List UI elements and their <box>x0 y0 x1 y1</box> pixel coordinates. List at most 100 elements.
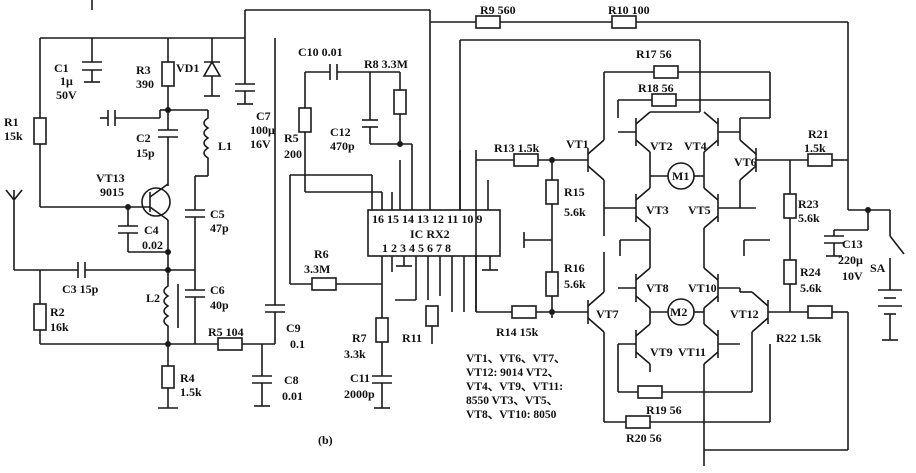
label-r7: R7 <box>352 331 367 345</box>
resistor-r21 <box>807 153 833 167</box>
ic-name: IC RX2 <box>410 227 450 241</box>
transistor-vt13 <box>141 187 171 217</box>
switch-sa <box>889 235 905 255</box>
label-vt4: VT4 <box>684 139 707 153</box>
label-r4: R4 <box>180 371 195 385</box>
label-c8-value: 0.01 <box>282 389 303 403</box>
label-c9-value: 0.1 <box>290 337 305 351</box>
label-r1-value: 15k <box>4 129 23 143</box>
label-r14: R14 15k <box>496 325 539 339</box>
label-c1: C1 <box>54 61 69 75</box>
decoder-section <box>289 10 849 409</box>
label-vt7: VT7 <box>596 307 619 321</box>
resistor-r5-200 <box>298 107 312 133</box>
label-l2: L2 <box>146 291 161 305</box>
resistor-r13 <box>513 153 539 167</box>
label-r3: R3 <box>136 63 151 77</box>
antenna-symbol <box>5 189 23 210</box>
label-r9: R9 560 <box>480 3 516 17</box>
label-vt10: VT10 <box>688 281 717 295</box>
ic-bottom-pin-numbers: 1 2 3 4 5 6 7 8 <box>382 241 451 255</box>
resistor-r3 <box>161 61 175 87</box>
inductor-l1 <box>203 110 210 176</box>
label-r4-value: 1.5k <box>180 385 202 399</box>
label-r18: R18 56 <box>638 81 674 95</box>
label-r8: R8 3.3M <box>364 57 408 71</box>
label-c13: C13 <box>842 237 863 251</box>
motor-driver-section <box>475 40 905 466</box>
ic-top-pin-numbers: 16 15 14 13 12 11 10 9 <box>372 212 483 226</box>
label-c10: C10 0.01 <box>298 45 343 59</box>
label-c12-value: 470p <box>330 139 355 153</box>
label-c11: C11 <box>350 371 371 385</box>
label-r6-value: 3.3M <box>304 262 331 276</box>
label-vt12: VT12 <box>730 307 759 321</box>
figure-caption: (b) <box>318 433 333 447</box>
resistor-r14 <box>511 305 537 319</box>
label-r13: R13 1.5k <box>494 141 540 155</box>
resistor-r18 <box>651 93 677 107</box>
resistor-r17 <box>653 65 679 79</box>
resistor-r19 <box>637 385 663 399</box>
resistor-r4 <box>161 365 175 389</box>
note-line: VT4、VT9、VT11: <box>466 381 564 393</box>
label-r16: R16 <box>564 261 585 275</box>
resistor-r11 <box>425 305 439 327</box>
label-c9: C9 <box>286 321 301 335</box>
label-r16-value: 5.6k <box>564 277 586 291</box>
label-r24: R24 <box>800 265 821 279</box>
label-r19: R19 56 <box>646 403 682 417</box>
label-r15-value: 5.6k <box>564 205 586 219</box>
resistor-r10 <box>611 15 637 29</box>
resistor-r6 <box>311 277 337 291</box>
label-c12: C12 <box>330 125 351 139</box>
label-c4-value: 0.02 <box>142 238 163 252</box>
resistor-r1 <box>33 117 47 145</box>
label-r10: R10 100 <box>608 3 650 17</box>
label-c4: C4 <box>144 223 159 237</box>
resistor-r16 <box>545 271 559 297</box>
label-vt1: VT1 <box>566 137 589 151</box>
label-r23-value: 5.6k <box>798 211 820 225</box>
label-c8: C8 <box>284 373 299 387</box>
resistor-r8 <box>393 89 407 115</box>
label-c7-cap: 100μ <box>250 123 275 137</box>
label-vt2: VT2 <box>650 139 673 153</box>
zener-vd1 <box>202 60 222 77</box>
label-r24-value: 5.6k <box>800 281 822 295</box>
label-vt3: VT3 <box>646 203 669 217</box>
label-r5-104: R5 104 <box>208 325 244 339</box>
label-c7-volt: 16V <box>250 137 271 151</box>
label-r11: R11 <box>402 331 423 345</box>
label-r2-value: 16k <box>50 320 69 334</box>
label-r23: R23 <box>798 197 819 211</box>
resistor-r15 <box>545 179 559 205</box>
label-m1: M1 <box>672 169 690 183</box>
motor-m1 <box>667 162 695 190</box>
label-c2-value: 15p <box>136 146 155 160</box>
resistor-r23 <box>783 193 797 219</box>
resistor-r22 <box>807 305 833 319</box>
label-c3: C3 15p <box>62 282 99 296</box>
label-r20: R20 56 <box>626 431 662 445</box>
resistor-r9 <box>475 15 501 29</box>
ic-rx2 <box>367 209 501 257</box>
label-r21: R21 <box>808 127 829 141</box>
label-c13-volt: 10V <box>842 269 863 283</box>
label-r1: R1 <box>4 115 19 129</box>
label-c13-cap: 220μ <box>838 253 863 267</box>
label-vt8: VT8 <box>646 281 669 295</box>
label-r15: R15 <box>564 185 585 199</box>
note-line: VT1、VT6、VT7、 <box>466 353 566 365</box>
rf-receiver-section <box>5 0 430 409</box>
resistor-r2 <box>33 303 47 331</box>
label-sa: SA <box>870 261 886 275</box>
label-r5-200-value: 200 <box>284 147 302 161</box>
label-r7-value: 3.3k <box>344 347 366 361</box>
label-c7: C7 <box>256 109 271 123</box>
label-m2: M2 <box>670 305 688 319</box>
resistor-r20 <box>625 415 651 429</box>
label-vt13: VT13 <box>96 171 125 185</box>
label-c6-value: 40p <box>210 298 229 312</box>
